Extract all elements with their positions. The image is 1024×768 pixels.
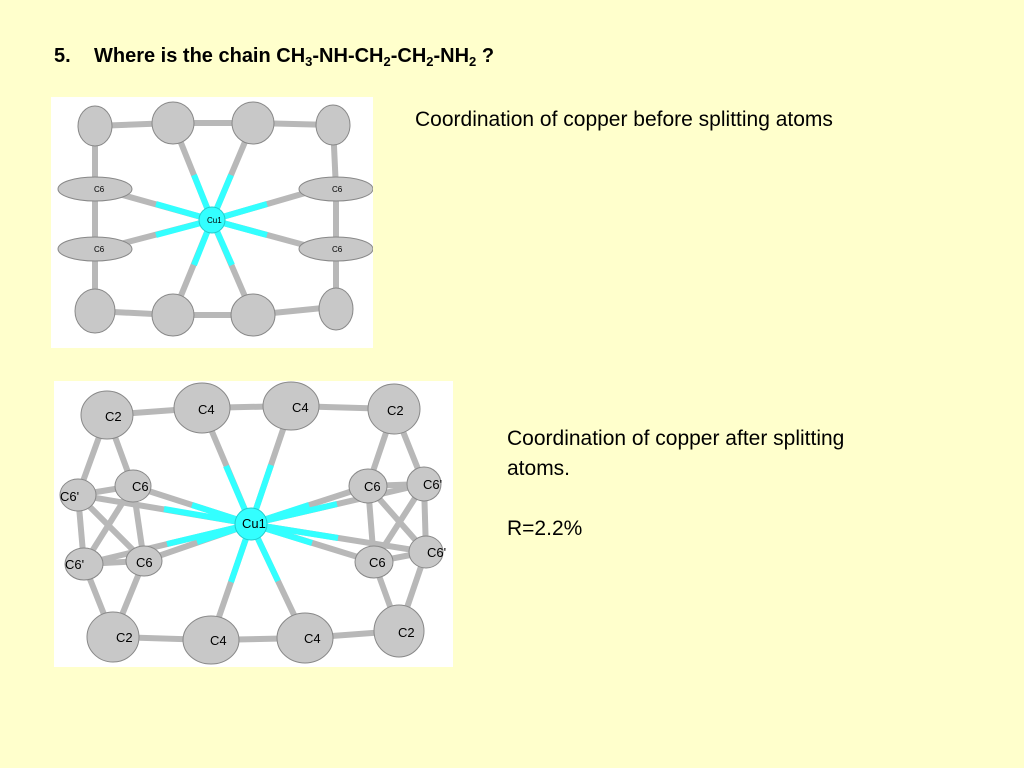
copper-atom bbox=[198, 206, 226, 234]
heading-text-1: Where is the chain CH bbox=[94, 45, 306, 67]
atom bbox=[80, 390, 134, 440]
label-c6-prime: C6' bbox=[423, 477, 442, 492]
atom bbox=[408, 535, 444, 569]
label-c4: C4 bbox=[304, 631, 321, 646]
atom bbox=[318, 287, 354, 331]
atom bbox=[64, 547, 104, 581]
atom-labels: Cu1 C6 C6 C6 C6 bbox=[94, 185, 343, 254]
label-c6-prime: C6' bbox=[60, 489, 79, 504]
structure-before-svg: Cu1 C6 C6 C6 C6 bbox=[57, 101, 373, 337]
heading-sub-3: 2 bbox=[426, 54, 434, 69]
heading-text-4: -NH bbox=[433, 45, 470, 67]
label-c6: C6 bbox=[332, 185, 343, 194]
atom bbox=[354, 545, 394, 579]
heading-sub-2: 2 bbox=[383, 54, 391, 69]
caption-after-line1: Coordination of copper after splitting bbox=[507, 427, 845, 450]
heading-text-2: -NH-CH bbox=[312, 45, 384, 67]
label-c6: C6 bbox=[332, 245, 343, 254]
atom bbox=[125, 545, 163, 577]
atom-labels: Cu1 C2 C4 C4 C2 C6' C6 C6 C6' C6' C6 C6 … bbox=[60, 400, 446, 648]
atom bbox=[230, 293, 276, 337]
atom bbox=[151, 293, 195, 337]
label-c2: C2 bbox=[398, 625, 415, 640]
label-c6: C6 bbox=[364, 479, 381, 494]
atom bbox=[151, 101, 195, 145]
atom bbox=[231, 101, 275, 145]
caption-after: Coordination of copper after splitting a… bbox=[507, 424, 937, 544]
copper-atom bbox=[234, 507, 268, 541]
heading-sub-4: 2 bbox=[469, 54, 477, 69]
label-cu1: Cu1 bbox=[242, 516, 266, 531]
atom bbox=[406, 466, 442, 502]
label-c6-prime: C6' bbox=[65, 557, 84, 572]
atom bbox=[114, 469, 152, 503]
label-c2: C2 bbox=[105, 409, 122, 424]
atom bbox=[77, 105, 113, 147]
caption-before: Coordination of copper before splitting … bbox=[415, 108, 833, 131]
heading-sub-1: 3 bbox=[305, 54, 313, 69]
caption-after-line2: atoms. bbox=[507, 457, 571, 480]
label-c6: C6 bbox=[94, 245, 105, 254]
atom bbox=[57, 236, 133, 262]
label-c6: C6 bbox=[136, 555, 153, 570]
structure-after-image: Cu1 C2 C4 C4 C2 C6' C6 C6 C6' C6' C6 C6 … bbox=[54, 381, 453, 667]
atom bbox=[59, 478, 97, 512]
structure-before-image: Cu1 C6 C6 C6 C6 bbox=[51, 97, 373, 348]
label-c4: C4 bbox=[210, 633, 227, 648]
heading-number: 5. bbox=[54, 45, 71, 67]
label-c2: C2 bbox=[387, 403, 404, 418]
slide-heading: 5.Where is the chain CH3-NH-CH2-CH2-NH2 … bbox=[54, 45, 494, 68]
label-c2: C2 bbox=[116, 630, 133, 645]
atom bbox=[298, 236, 373, 262]
atom bbox=[348, 468, 388, 504]
label-c4: C4 bbox=[198, 402, 215, 417]
atom bbox=[298, 176, 373, 202]
label-c6: C6 bbox=[94, 185, 105, 194]
atom bbox=[173, 382, 231, 434]
carbon-atoms bbox=[59, 381, 444, 665]
structure-after-svg: Cu1 C2 C4 C4 C2 C6' C6 C6 C6' C6' C6 C6 … bbox=[59, 381, 446, 665]
r-value: R=2.2% bbox=[507, 517, 583, 540]
label-c4: C4 bbox=[292, 400, 309, 415]
atom bbox=[315, 104, 351, 146]
atom bbox=[367, 383, 421, 435]
atom bbox=[74, 288, 116, 334]
heading-text-3: -CH bbox=[390, 45, 427, 67]
carbon-atoms bbox=[57, 101, 373, 337]
atom bbox=[276, 612, 334, 664]
label-c6: C6 bbox=[369, 555, 386, 570]
label-cu1: Cu1 bbox=[207, 216, 222, 225]
atom bbox=[86, 611, 140, 663]
atom bbox=[57, 176, 133, 202]
atom bbox=[262, 381, 320, 431]
atom bbox=[182, 615, 240, 665]
atom bbox=[373, 604, 425, 658]
label-c6-prime: C6' bbox=[427, 545, 446, 560]
label-c6: C6 bbox=[132, 479, 149, 494]
heading-text-5: ? bbox=[476, 45, 495, 67]
